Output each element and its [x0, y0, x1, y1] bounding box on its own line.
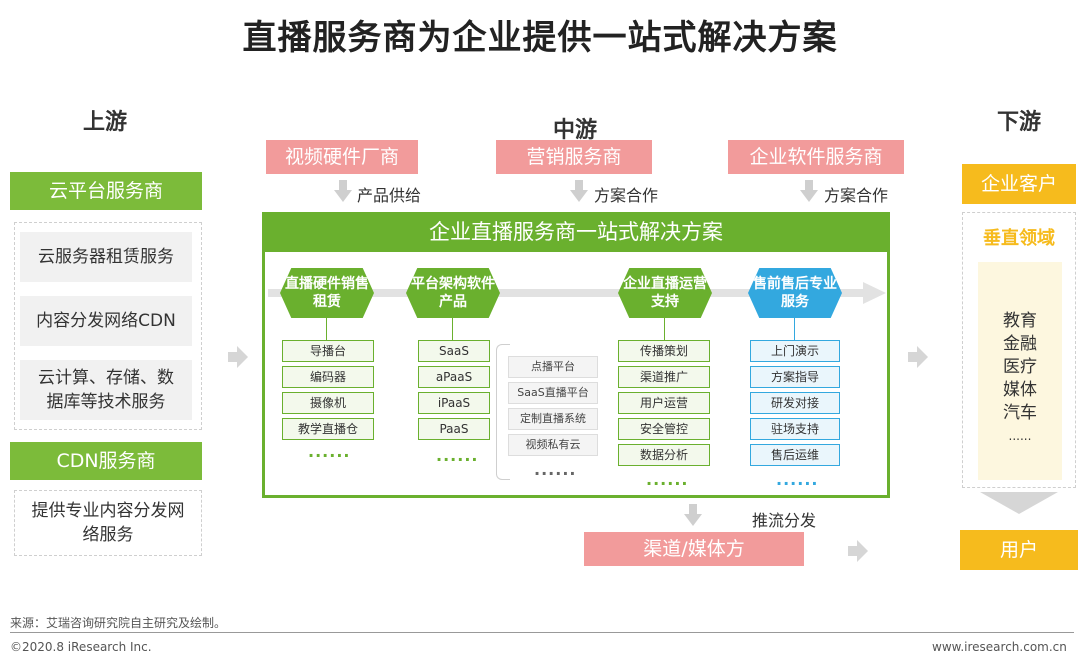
more-dots: ...... — [776, 470, 819, 489]
platform-item: SaaS — [418, 340, 490, 362]
services-item: 驻场支持 — [750, 418, 840, 440]
operations-item: 渠道推广 — [618, 366, 710, 388]
supplier-relation: 产品供给 — [357, 186, 422, 205]
hardware-item: 摄像机 — [282, 392, 374, 414]
vertical-item: 媒体 — [1003, 380, 1037, 400]
services-item: 研发对接 — [750, 392, 840, 414]
product-item: SaaS直播平台 — [508, 382, 598, 404]
supplier-software: 企业软件服务商 — [728, 140, 904, 174]
services-item: 方案指导 — [750, 366, 840, 388]
more-dots: ...... — [534, 460, 577, 479]
arrow-down-icon — [334, 180, 352, 206]
arrow-down-icon — [684, 504, 702, 530]
copyright: ©2020.8 iResearch Inc. — [10, 640, 152, 654]
more-dots: ...... — [436, 446, 479, 465]
cloud-item: 内容分发网络CDN — [20, 296, 192, 346]
flow-arrow-icon — [268, 282, 888, 308]
product-item: 视频私有云 — [508, 434, 598, 456]
connector-line — [664, 318, 665, 340]
midstream-heading: 中游 — [552, 118, 597, 143]
cdn-provider-label: CDN服务商 — [10, 442, 202, 480]
source-note: 来源：艾瑞咨询研究院自主研究及绘制。 — [10, 616, 227, 630]
hardware-item: 导播台 — [282, 340, 374, 362]
supplier-relation: 方案合作 — [594, 186, 659, 205]
push-label: 推流分发 — [752, 511, 817, 530]
platform-item: iPaaS — [418, 392, 490, 414]
vertical-item: 教育 — [1003, 311, 1037, 331]
operations-item: 安全管控 — [618, 418, 710, 440]
arrow-right-icon — [908, 346, 928, 372]
vertical-heading: 垂直领域 — [983, 228, 1055, 249]
more-dots: ...... — [308, 442, 351, 461]
upstream-heading: 上游 — [82, 110, 127, 135]
stage-services: 售前售后专业服务 — [748, 268, 842, 318]
operations-item: 数据分析 — [618, 444, 710, 466]
product-item: 定制直播系统 — [508, 408, 598, 430]
solution-title: 企业直播服务商一站式解决方案 — [262, 212, 890, 252]
arrow-down-icon — [800, 180, 818, 206]
arrow-right-icon — [228, 346, 248, 372]
stage-operations: 企业直播运营支持 — [618, 268, 712, 318]
channel-media-label: 渠道/媒体方 — [584, 532, 804, 566]
cdn-item: 提供专业内容分发网络服务 — [18, 496, 198, 550]
page-title: 直播服务商为企业提供一站式解决方案 — [242, 18, 838, 58]
vertical-item: 汽车 — [1003, 403, 1037, 423]
product-item: 点播平台 — [508, 356, 598, 378]
vertical-item: 金融 — [1003, 334, 1037, 354]
platform-item: aPaaS — [418, 366, 490, 388]
operations-item: 传播策划 — [618, 340, 710, 362]
more-dots: ...... — [646, 470, 689, 489]
website-link[interactable]: www.iresearch.com.cn — [932, 640, 1067, 654]
supplier-relation: 方案合作 — [824, 186, 889, 205]
vertical-box — [962, 212, 1076, 488]
cloud-platform-label: 云平台服务商 — [10, 172, 202, 210]
vertical-more: ...... — [1008, 429, 1032, 443]
bracket — [496, 344, 510, 480]
supplier-hardware: 视频硬件厂商 — [266, 140, 418, 174]
connector-line — [794, 318, 795, 340]
supplier-marketing: 营销服务商 — [496, 140, 652, 174]
platform-item: PaaS — [418, 418, 490, 440]
cloud-items-box — [14, 222, 202, 430]
operations-item: 用户运营 — [618, 392, 710, 414]
vertical-item: 医疗 — [1003, 357, 1037, 377]
hardware-item: 教学直播仓 — [282, 418, 374, 440]
stage-platform: 平台架构软件产品 — [406, 268, 500, 318]
services-item: 上门演示 — [750, 340, 840, 362]
arrow-down-icon — [980, 492, 1058, 518]
services-item: 售后运维 — [750, 444, 840, 466]
enterprise-client-label: 企业客户 — [962, 164, 1076, 204]
arrow-down-icon — [570, 180, 588, 206]
arrow-right-icon — [848, 540, 868, 566]
vertical-list: 教育 金融 医疗 媒体 汽车 ...... — [978, 310, 1062, 448]
user-label: 用户 — [960, 530, 1078, 570]
stage-hardware: 直播硬件销售租赁 — [280, 268, 374, 318]
connector-line — [452, 318, 453, 340]
cdn-item-box — [14, 490, 202, 556]
cloud-item: 云计算、存储、数据库等技术服务 — [20, 360, 192, 420]
connector-line — [326, 318, 327, 340]
vertical-list-bg — [978, 262, 1062, 480]
cloud-item: 云服务器租赁服务 — [20, 232, 192, 282]
hardware-item: 编码器 — [282, 366, 374, 388]
downstream-heading: 下游 — [996, 110, 1041, 135]
footer-divider — [10, 632, 1074, 633]
